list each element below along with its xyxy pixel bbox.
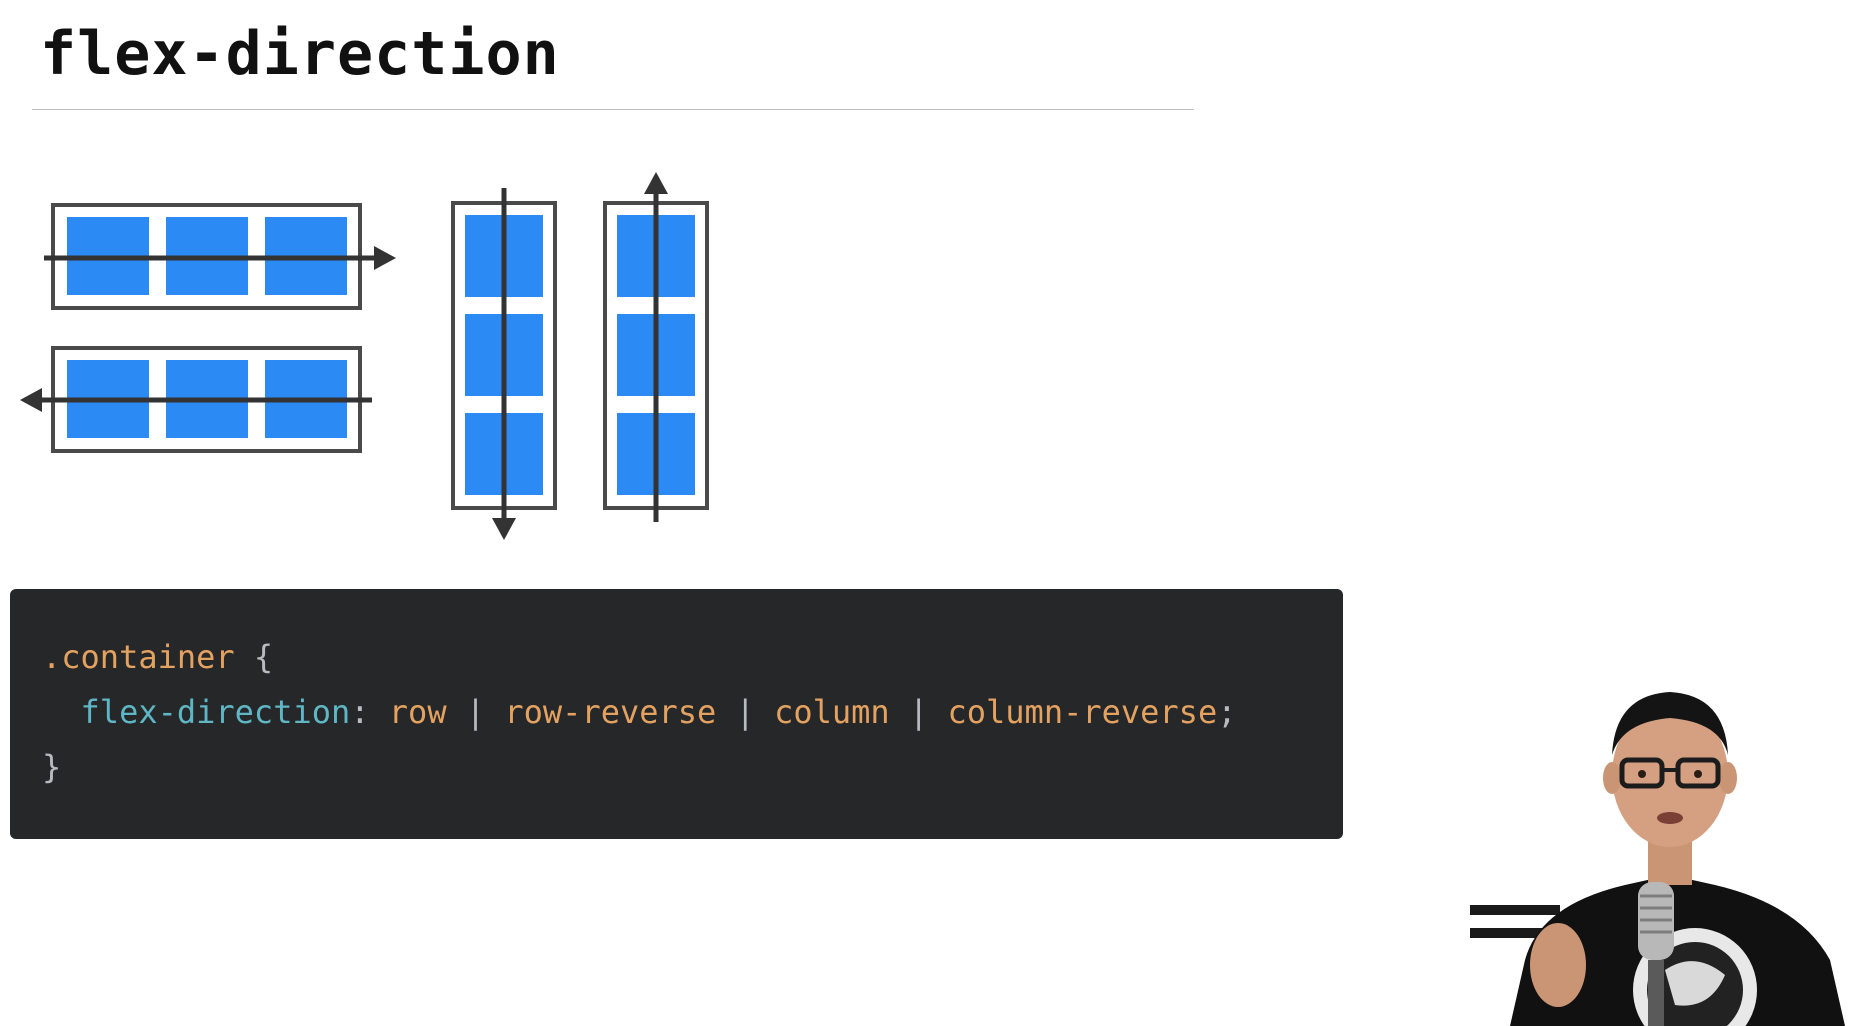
title-divider [32,109,1194,110]
code-close-brace: } [42,748,62,786]
code-value-row-reverse: row-reverse [504,693,717,731]
presenter-video-icon [1470,692,1845,1026]
code-separator-1: | [465,693,486,731]
flex-direction-diagram [20,172,709,540]
code-separator-3: | [908,693,929,731]
code-line-3: } [42,747,61,787]
row-reverse-arrow-head-left-icon [20,388,42,412]
code-value-column: column [774,693,890,731]
row-arrow-head-right-icon [374,246,396,270]
column-reverse-diagram [603,172,709,522]
presenter-video [1470,660,1862,1026]
row-diagram [44,203,396,310]
code-value-row: row [388,693,447,731]
code-selector: .container [42,638,235,676]
column-diagram [451,188,557,540]
row-reverse-diagram [20,346,372,453]
slide-title: flex-direction [40,19,560,89]
code-colon: : [350,693,370,731]
code-block: .container { flex-direction: row | row-r… [10,589,1343,839]
code-separator-2: | [735,693,755,731]
code-property: flex-direction [80,693,351,731]
code-value-column-reverse: column-reverse [947,693,1218,731]
column-reverse-arrow-head-up-icon [644,172,668,194]
code-semicolon: ; [1217,693,1237,731]
column-arrow-head-down-icon [492,518,516,540]
code-open-brace: { [253,638,274,676]
code-line-2: flex-direction: row | row-reverse | colu… [42,692,1237,732]
code-line-1: .container { [42,637,273,677]
